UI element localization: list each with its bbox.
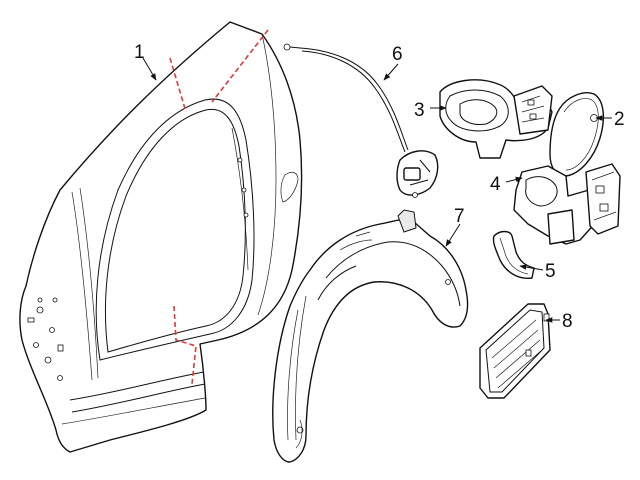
callout-8: 8 (562, 311, 573, 332)
callout-5: 5 (545, 261, 556, 282)
vent-part (479, 303, 551, 399)
bracket-part (492, 230, 535, 279)
housing-assembly-part (513, 163, 621, 245)
callout-2: 2 (614, 109, 625, 130)
callout-4: 4 (490, 174, 501, 195)
fuel-door-part (549, 92, 605, 177)
filler-housing-part (439, 79, 553, 159)
callouts: 1 2 3 4 5 6 7 8 (134, 42, 625, 332)
callout-1: 1 (134, 42, 145, 63)
callout-7: 7 (454, 206, 465, 227)
quarter-panel-part (19, 21, 303, 453)
wheelhouse-liner-part (272, 209, 469, 463)
callout-6: 6 (392, 44, 403, 65)
release-cable-part (283, 43, 439, 198)
callout-3: 3 (414, 100, 425, 121)
